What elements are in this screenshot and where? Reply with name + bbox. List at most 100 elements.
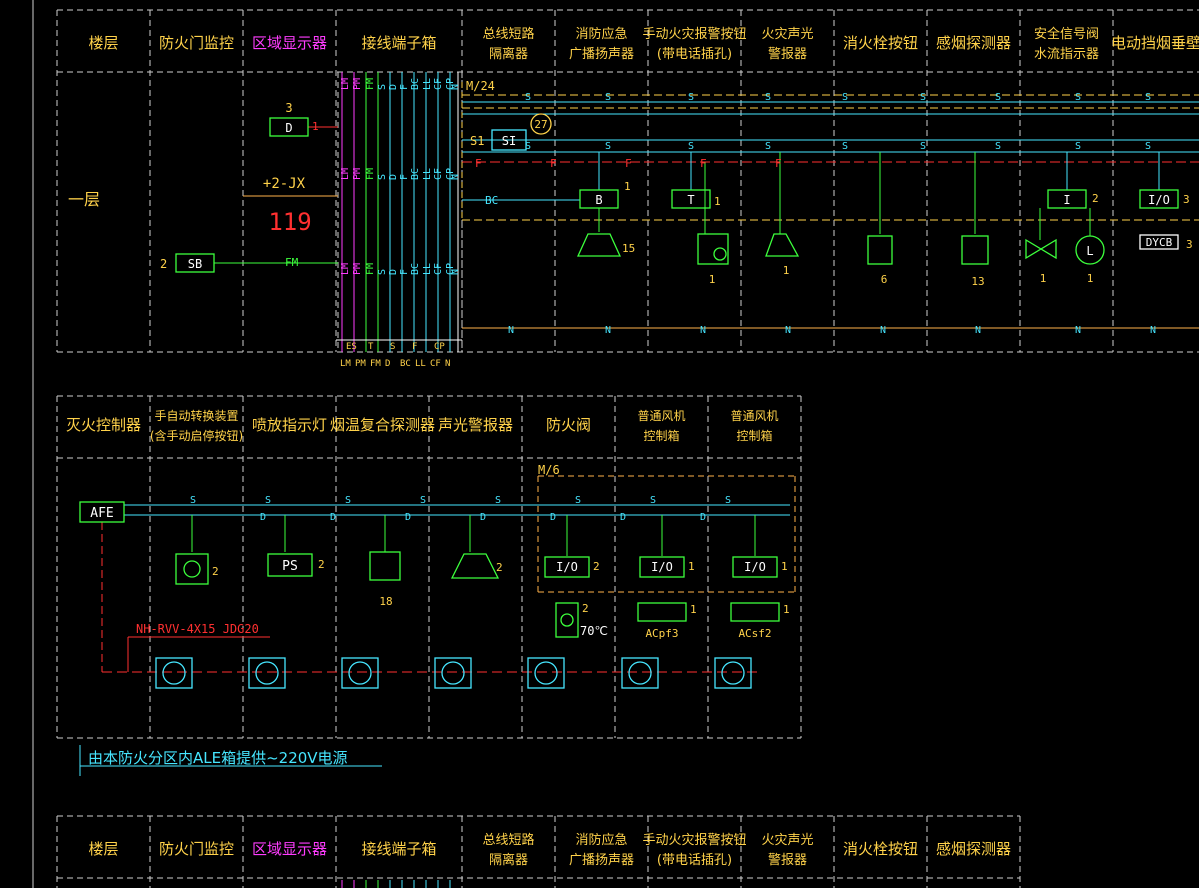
s1-header-alarm: 火灾声光警报器 [761,26,813,62]
terminal-col-label-6-1: BC [410,168,421,180]
bus-f-marker-1: F [550,157,557,170]
combo-count: 18 [379,595,392,608]
s2-header-sound: 声光警报器 [438,416,513,434]
bus-f-marker-3: F [700,157,707,170]
damper-icon [555,602,579,638]
terminal-col-label-8-2: CF [433,263,444,275]
bus-s1-marker-4: S [842,141,848,152]
fm-label: FM [285,256,299,269]
bus-n-marker-2: N [700,325,706,336]
s3-header-terminal: 接线端子箱 [361,840,436,858]
s2-d-marker-5: D [620,512,626,523]
dycb-label: DYCB [1146,236,1173,249]
terminal-bottom-top-label-3: F [412,342,417,352]
bus-n-marker-3: N [785,325,791,336]
damper-temp-label: 70℃ [580,624,608,638]
s1-header-speaker: 消防应急广播扬声器 [569,26,634,62]
zone-display-box [269,117,309,137]
s1-header-terminal: 接线端子箱 [361,34,436,52]
terminal-col-label-2-2: FM [365,263,376,275]
s2-header-fan2-line: 普通风机 [730,409,778,423]
flow-indicator-label: L [1086,244,1093,258]
terminal-col-label-5-0: F [399,84,410,90]
s1-header-speaker-line: 广播扬声器 [569,47,634,62]
s3-header-manual-line: (带电话插孔) [657,853,732,868]
s1-header-valve: 安全信号阀水流指示器 [1034,26,1099,62]
s2-s-marker-5: S [575,495,581,506]
s2-header-fan1: 普通风机控制箱 [637,409,685,443]
s1-header-smoke: 感烟探测器 [936,34,1011,52]
s1-header-valve-line: 水流指示器 [1034,47,1099,62]
terminal-col-label-3-0: S [377,84,388,90]
damper-knob-icon [560,613,574,627]
bus-s-marker-8: S [1145,92,1151,103]
bc-label: BC [485,194,498,207]
auto-switch-icon [175,553,209,585]
dycb-count: 3 [1186,238,1193,251]
s1-header-alarm-line: 火灾声光 [761,26,813,42]
bus-n-marker-1: N [605,325,611,336]
s3-header-alarm: 火灾声光警报器 [761,832,813,868]
s1-header-isolator-line: 总线短路 [482,26,534,42]
s3-header-smoke-line: 感烟探测器 [936,840,1011,858]
s2-io-box-1 [639,556,685,578]
si-isolator-label: SI [502,134,516,148]
s1-header-floor: 楼层 [88,34,118,52]
s2-io-box-2 [732,556,778,578]
s3-header-manual-line: 手动火灾报警按钮 [642,832,746,848]
terminal-col-label-4-1: D [388,174,399,180]
t-module-label: T [687,193,694,207]
terminal-col-label-4-2: D [388,269,399,275]
s3-header-manual: 手动火灾报警按钮 (带电话插孔) [642,832,746,868]
s2-header-fan2: 普通风机控制箱 [730,409,778,443]
zone-display-label: D [285,121,292,135]
power-box-1 [248,657,286,689]
s1-header-hydrant-line: 消火栓按钮 [843,34,918,52]
s2-d-marker-1: D [330,512,336,523]
s2-s-marker-3: S [420,495,426,506]
damper-count: 2 [582,602,589,615]
s2-header-auto: 手自动转换装置(含手动启停按钮) [150,408,243,443]
flow-count: 1 [1087,272,1094,285]
s3-header-firedoor: 防火门监控 [159,840,234,858]
jx-label: +2-JX [263,176,306,192]
bus-s1-marker-8: S [1145,141,1151,152]
sound-count: 2 [496,561,503,574]
bus-s-marker-7: S [1075,92,1081,103]
sb-box [175,253,215,273]
s1-floor-label: 一层 [68,190,100,209]
bus-s1-marker-5: S [920,141,926,152]
bus-s1-marker-2: S [688,141,694,152]
s2-header-extinguisher-line: 灭火控制器 [66,416,141,434]
s3-header-speaker: 消防应急广播扬声器 [569,832,634,868]
terminal-col-label-9-1: CP [445,168,456,180]
alarm-icon [765,233,800,257]
power-box-3 [434,657,472,689]
power-note: 由本防火分区内ALE箱提供~220V电源 [88,749,348,767]
b-module-count: 1 [624,180,631,193]
s2-s-marker-0: S [190,495,196,506]
bus-f-marker-4: F [775,157,782,170]
s1-header-curtain: 电动挡烟垂壁 [1111,34,1199,52]
s1-header-firedoor: 防火门监控 [159,34,234,52]
power-box-circle-1 [255,661,279,685]
terminal-bottom-top-label-2: S [390,342,395,352]
auto-switch-knob-icon [183,560,201,578]
auto-count: 2 [212,565,219,578]
s2-d-marker-4: D [550,512,556,523]
terminal-col-label-3-1: S [377,174,388,180]
s3-header-speaker-line: 消防应急 [575,832,627,848]
fan-count-1: 1 [783,603,790,616]
s2-header-damper: 防火阀 [546,416,591,434]
terminal-col-label-4-0: D [388,84,399,90]
bus-s-marker-1: S [605,92,611,103]
s3-header-speaker-line: 广播扬声器 [569,853,634,868]
ps-count: 2 [318,558,325,571]
terminal-bottom-label-2: FM [370,359,381,369]
terminal-col-label-8-0: CF [433,78,444,90]
power-box-2 [341,657,379,689]
si-isolator-box [491,129,527,151]
i-module-label: I [1063,193,1070,207]
bus-s-marker-5: S [920,92,926,103]
s1-header-alarm-line: 警报器 [768,46,807,62]
